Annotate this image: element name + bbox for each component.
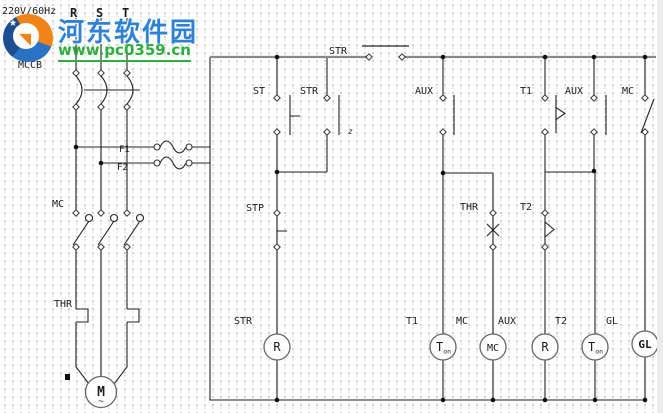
contact-label-thr: THR [460,202,479,213]
fuse-label-f2: F2 [117,163,128,173]
coil-mc-letter: MC [487,343,499,354]
coil-t2-letter: Ton [588,340,603,356]
coil-aux-letter: R [541,340,549,354]
contactor-blade-loops [84,213,145,223]
junction-dots [73,54,648,403]
coil-circles [84,330,659,409]
fuse-terminals [153,143,193,167]
coil-label-mc: MC [456,316,468,327]
lamp-gl-letter: GL [638,338,652,351]
handle-square [65,374,70,380]
seal-contact-label: STR [329,46,348,57]
coil-label-t1: T1 [406,316,418,327]
timer-triangle-t1 [555,106,566,121]
mccb-label: MCCB [18,60,42,71]
coil-t2-circle [581,333,609,361]
motor-tilde: ~ [98,397,104,407]
coil-str-letter: R [273,340,281,354]
overload-thr-label: THR [54,299,73,310]
coil-label-gl: GL [606,316,618,327]
phase-label-t: T [122,6,129,20]
contact-label-stp: STP [246,203,264,214]
motor-circle [84,375,118,409]
coil-mc-circle [479,333,507,361]
coil-label-str: STR [234,316,253,327]
contact-label-aux2: AUX [565,86,583,97]
coil-str-circle [263,333,291,361]
coil-label-aux: AUX [498,316,516,327]
circuit-wires [72,18,655,401]
coil-label-t2: T2 [555,316,567,327]
coil-t1-circle [429,333,457,361]
contact-label-t2: T2 [520,202,532,213]
terminal-diamonds [72,53,649,251]
motor-letter: M [97,385,105,400]
contact-label-mc: MC [622,86,634,97]
contact-label-str: STR [300,86,319,97]
note-z: z [348,127,353,136]
canvas-edge-strip [657,0,663,413]
phase-label-r: R [70,6,78,20]
contact-label-st: ST [253,86,265,97]
supply-voltage-label: 220V/60Hz [2,6,56,17]
contactor-mc-label: MC [52,199,64,210]
coil-aux-circle [531,333,559,361]
coil-t1-letter: Ton [436,340,451,356]
contact-label-aux1: AUX [415,86,433,97]
timer-triangle-t2 [544,220,555,239]
fuse-label-f1: F1 [119,145,130,155]
phase-label-s: S [96,6,103,20]
contact-label-t1: T1 [520,86,532,97]
